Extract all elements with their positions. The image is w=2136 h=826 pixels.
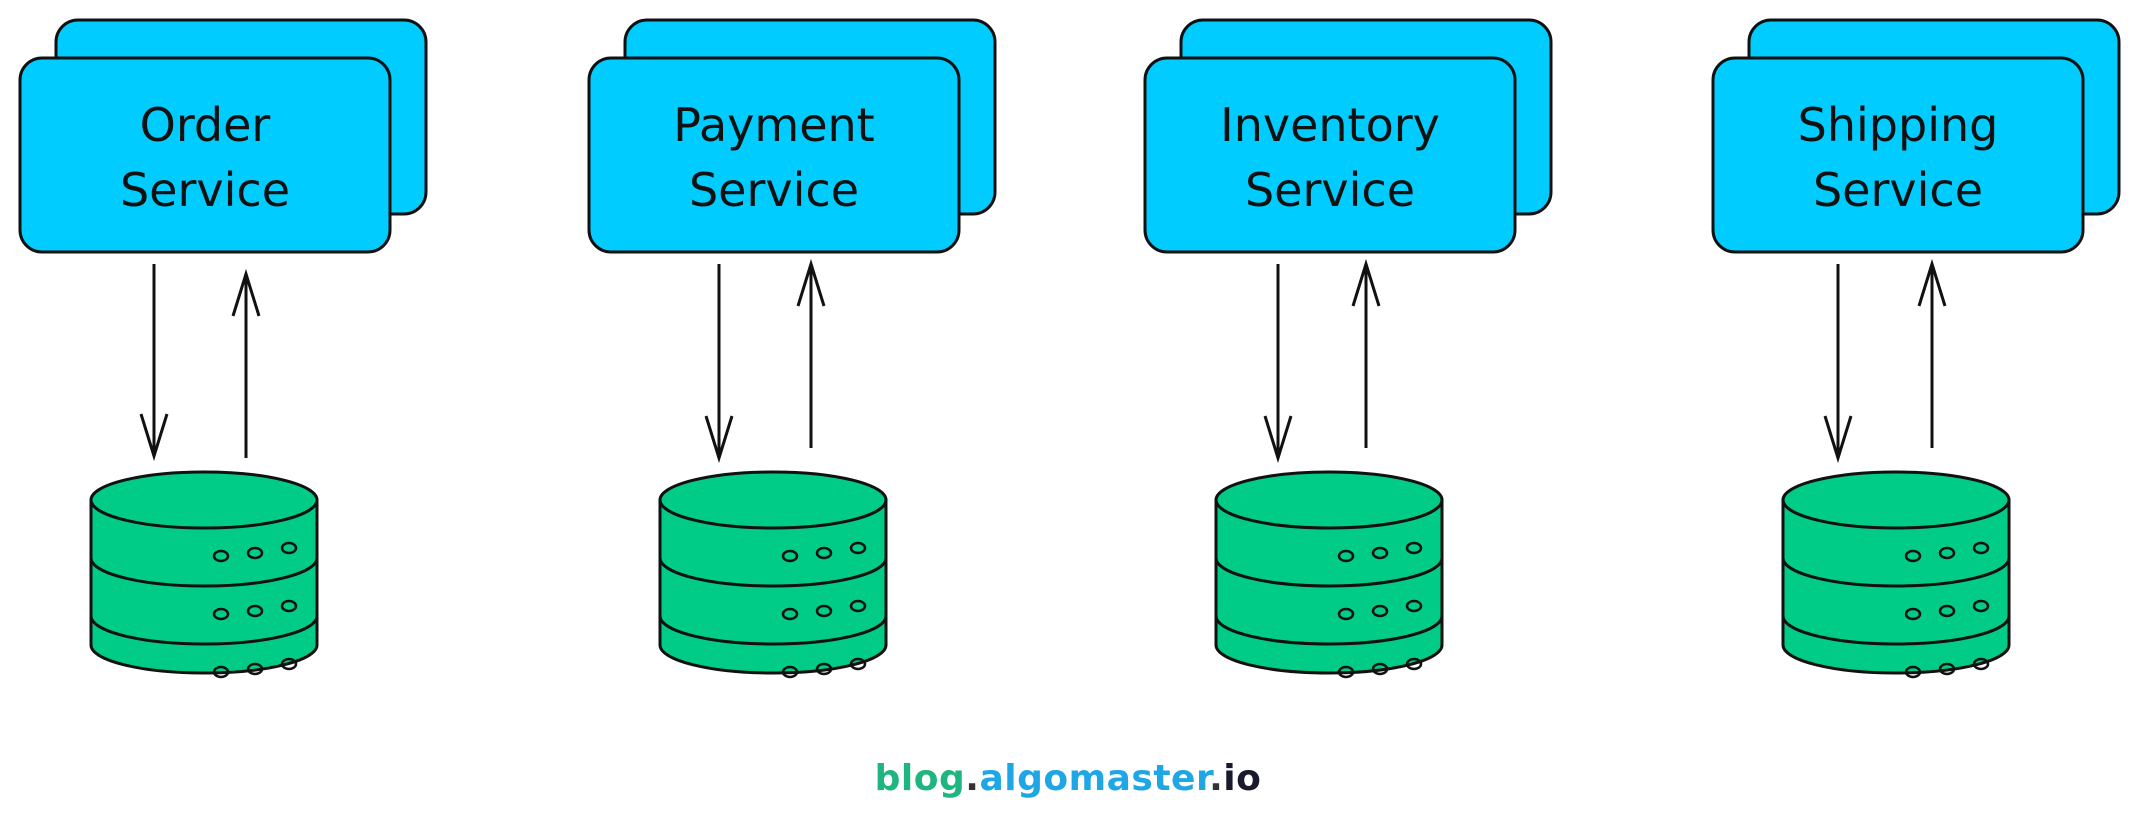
service-label-line2: Service [120,163,290,217]
service-box [1143,56,1517,254]
service-box [18,56,392,254]
service-label-line1: Shipping [1798,98,1999,152]
arrow-to-db-inventory [1263,264,1293,464]
brand-dot: . [1209,758,1224,799]
arrow-to-db-payment [704,264,734,464]
service-label-line2: Service [689,163,859,217]
database-shipping [1781,470,2011,679]
database-order [89,470,319,679]
arrow-from-db-shipping [1917,258,1947,448]
brand-blog: blog [874,758,966,799]
service-group-inventory: Inventory Service [1143,18,1553,254]
brand-io: io [1223,758,1262,799]
service-label-line1: Inventory [1220,98,1440,152]
service-label-line2: Service [1245,163,1415,217]
service-group-shipping: Shipping Service [1711,18,2121,254]
arrow-from-db-inventory [1351,258,1381,448]
arrow-from-db-payment [796,258,826,448]
database-payment [658,470,888,679]
brand-algomaster: algomaster [979,758,1210,799]
service-label-line1: Order [140,98,271,152]
service-box [587,56,961,254]
arrow-to-db-order [139,264,169,462]
arrow-from-db-order [231,268,261,458]
service-label-line1: Payment [673,98,874,152]
service-label-line2: Service [1813,163,1983,217]
brand-dot: . [965,758,980,799]
footer-brand: blog.algomaster.io [0,758,2136,799]
arrow-to-db-shipping [1823,264,1853,464]
database-inventory [1214,470,1444,679]
service-group-payment: Payment Service [587,18,997,254]
service-group-order: Order Service [18,18,428,254]
service-box [1711,56,2085,254]
